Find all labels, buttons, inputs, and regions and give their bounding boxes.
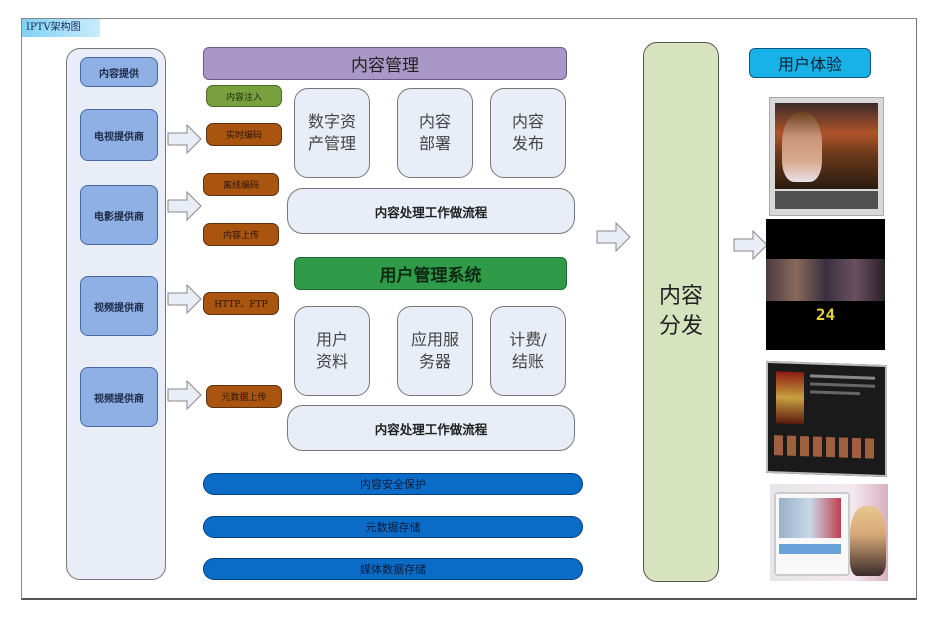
bar-metadata-storage: 元数据存储 bbox=[203, 516, 583, 538]
user-management-header: 用户管理系统 bbox=[294, 257, 567, 290]
diagram-title: IPTV架构图 bbox=[22, 19, 100, 37]
user-workflow: 内容处理工作做流程 bbox=[287, 405, 575, 451]
tv-portrait-image bbox=[769, 97, 884, 216]
tag-offline-encoding: 离线编码 bbox=[203, 173, 279, 196]
provider-tv: 电视提供商 bbox=[80, 109, 158, 161]
content-distribution: 内容 分发 bbox=[643, 42, 719, 582]
provider-video-1: 视频提供商 bbox=[80, 276, 158, 336]
provider-content: 内容提供 bbox=[80, 57, 158, 87]
arrow-right-icon bbox=[167, 124, 202, 154]
provider-video-2: 视频提供商 bbox=[80, 367, 158, 427]
tag-http-ftp: HTTP、FTP bbox=[203, 292, 279, 315]
bar-content-security: 内容安全保护 bbox=[203, 473, 583, 495]
module-digital-asset-management: 数字资 产管理 bbox=[294, 88, 370, 178]
media-center-ui-image bbox=[766, 360, 887, 478]
arrow-right-icon bbox=[167, 191, 202, 221]
tag-content-upload: 内容上传 bbox=[203, 223, 279, 246]
tag-content-injection: 内容注入 bbox=[206, 85, 282, 107]
bar-media-storage: 媒体数据存储 bbox=[203, 558, 583, 580]
arrow-right-icon bbox=[167, 380, 202, 410]
tag-metadata-upload: 元数据上传 bbox=[206, 385, 282, 408]
tag-realtime-encoding: 实时编码 bbox=[206, 123, 282, 146]
content-workflow: 内容处理工作做流程 bbox=[287, 188, 575, 234]
series-number: 24 bbox=[815, 304, 836, 324]
arrow-right-icon bbox=[596, 222, 631, 252]
module-content-deployment: 内容 部署 bbox=[397, 88, 473, 178]
diagram-frame bbox=[21, 18, 917, 600]
arrow-right-icon bbox=[167, 284, 202, 314]
content-management-header: 内容管理 bbox=[203, 47, 567, 80]
tv-series-24-image: 24 bbox=[766, 219, 885, 350]
touchscreen-users-image bbox=[770, 484, 888, 581]
user-experience-header: 用户体验 bbox=[749, 48, 871, 78]
module-user-profile: 用户 资料 bbox=[294, 306, 370, 396]
arrow-right-icon bbox=[733, 230, 768, 260]
module-application-server: 应用服 务器 bbox=[397, 306, 473, 396]
provider-movie: 电影提供商 bbox=[80, 185, 158, 245]
module-billing: 计费/ 结账 bbox=[490, 306, 566, 396]
module-content-publishing: 内容 发布 bbox=[490, 88, 566, 178]
